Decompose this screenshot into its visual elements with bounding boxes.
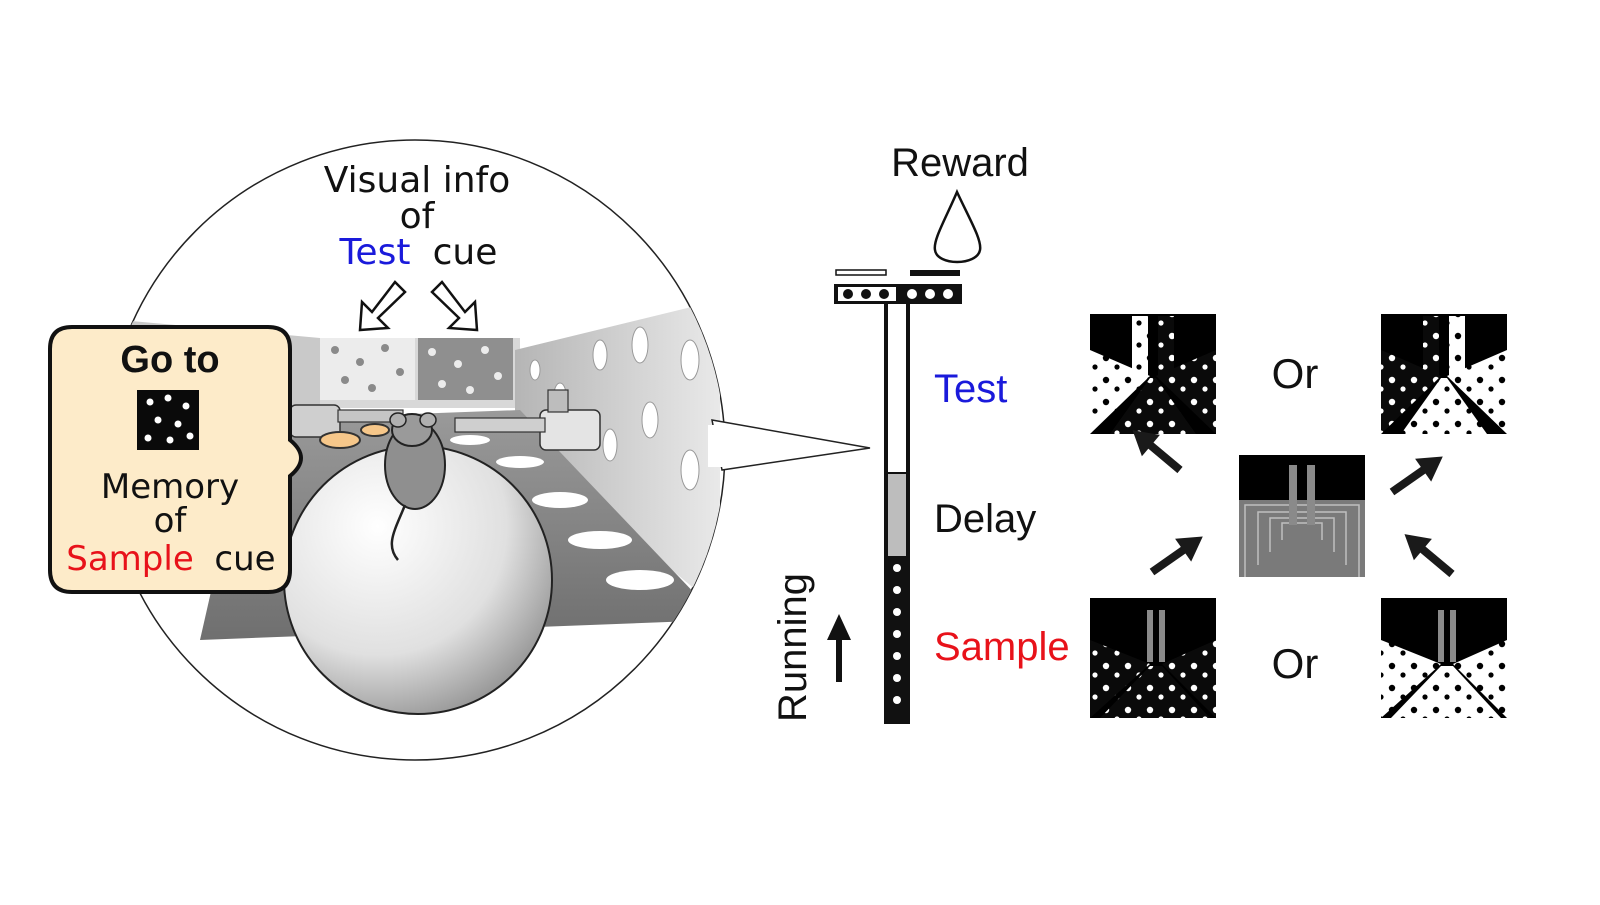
mouse [384,412,446,561]
visual-info-line1: Visual info [324,160,510,201]
right-reward-marker [910,270,960,276]
test-view-right [1381,314,1507,434]
vr-scene: Visual info of Test cue Go to Memory of … [48,139,871,761]
delay-segment [888,474,906,556]
arrow-to-test-left-icon [1132,430,1183,474]
test-view-left [1090,314,1216,434]
or-bottom-label: Or [1272,640,1319,687]
visual-info-test-word: Test [339,232,411,273]
go-to-label: Go to [120,339,219,381]
bubble-tail [711,419,871,471]
cue-word: cue [214,539,275,579]
or-top-label: Or [1272,350,1319,397]
memory-label: Memory [101,467,239,507]
arrow-from-sample-right-icon [1404,534,1455,578]
sample-label: Sample [934,625,1070,669]
delay-view [1239,455,1365,577]
sample-segment-dots [893,564,901,704]
water-drop-icon [933,188,982,264]
test-segment [888,304,906,472]
thought-box: Go to Memory of Sample cue [48,325,303,594]
virtual-track [834,269,962,724]
delay-label: Delay [934,497,1036,541]
visual-info-line2: of [400,196,436,237]
task-schematic: Reward Test Delay Sample [771,141,1507,724]
test-cue-panel-right [418,338,513,400]
down-arrow-right-icon [430,280,479,332]
corridor-right-wall [515,300,720,610]
lick-port-right [454,389,601,451]
transition-arrows [1132,430,1455,578]
sample-cue-pattern-icon [137,390,199,450]
visual-info-cue-word: cue [433,232,498,273]
left-reward-marker [835,269,887,276]
of-label: of [154,501,188,541]
up-arrow-icon [827,614,851,682]
arrow-from-sample-left-icon [1149,536,1203,576]
reward-label: Reward [891,141,1029,185]
running-label: Running [771,573,815,722]
arrow-to-test-right-icon [1389,456,1443,496]
down-arrow-left-icon [358,280,407,332]
sample-view-left [1090,598,1216,718]
sample-view-right [1381,598,1507,718]
test-label: Test [934,367,1007,411]
sample-word: Sample [66,539,193,579]
